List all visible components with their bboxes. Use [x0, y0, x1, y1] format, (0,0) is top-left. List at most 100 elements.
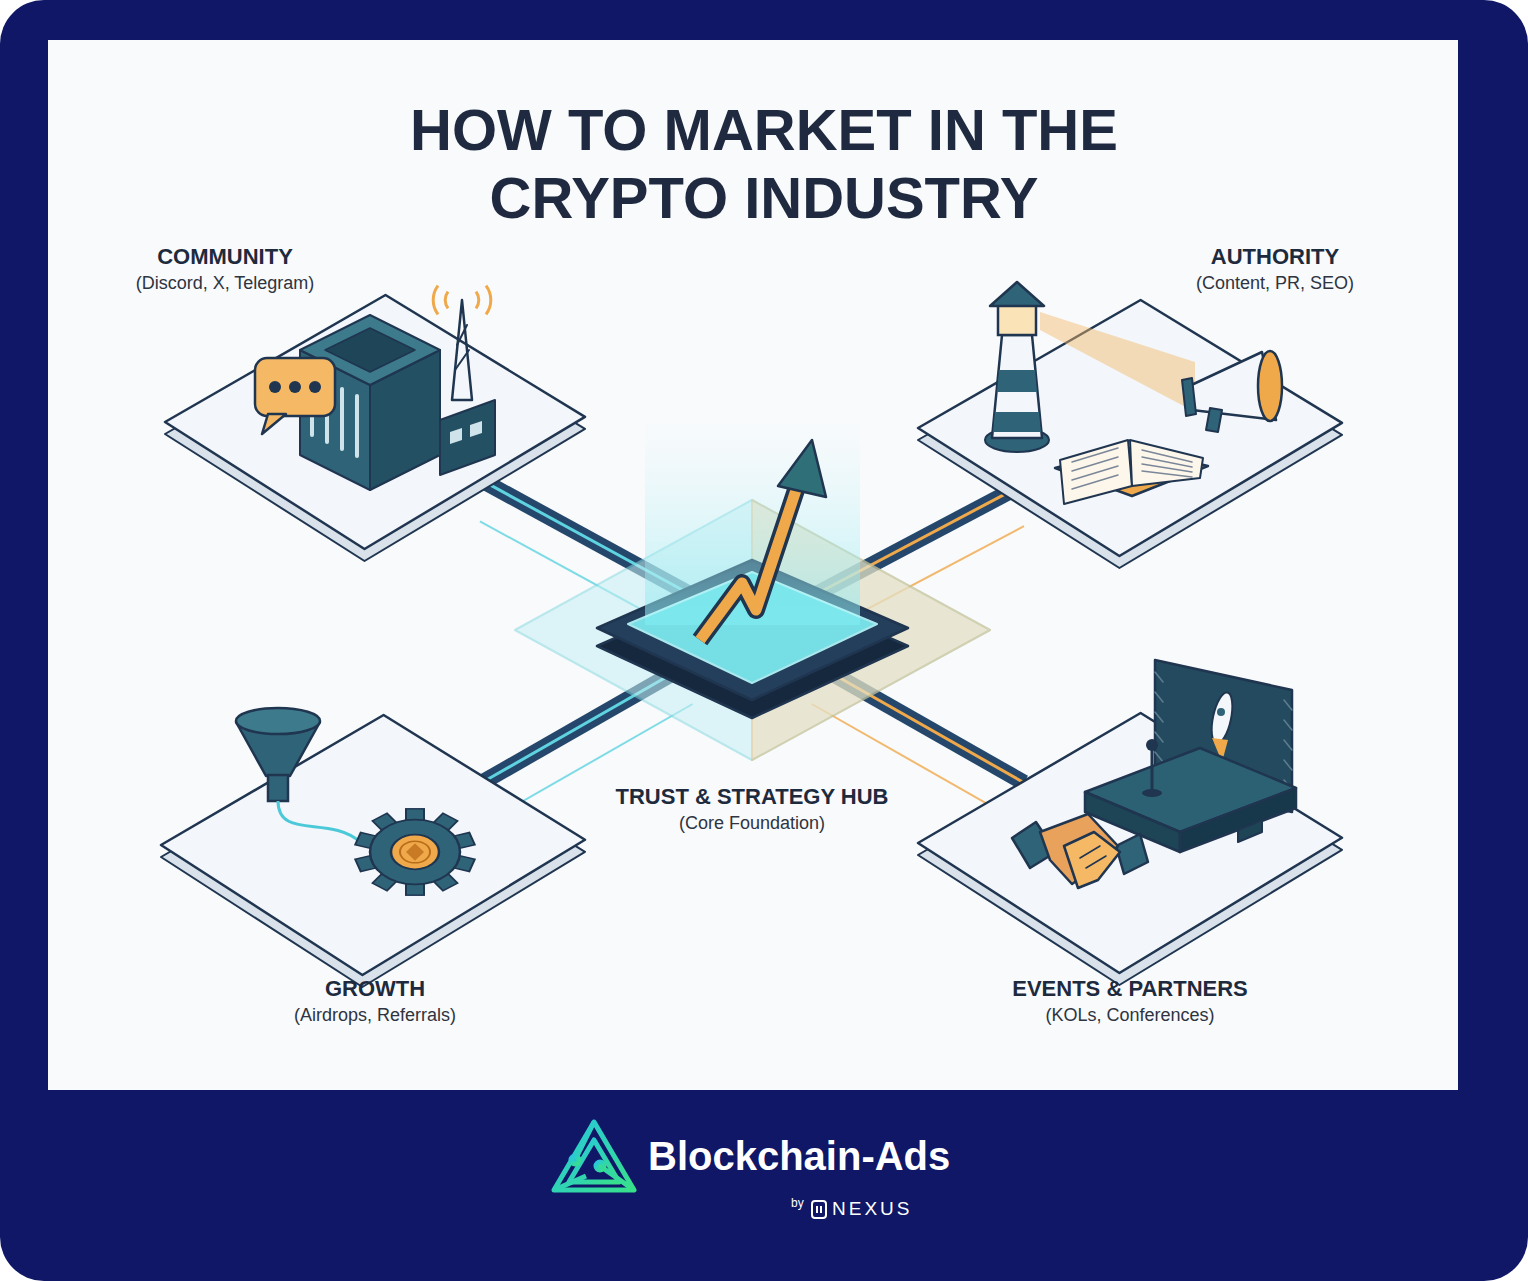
- building-annex: [440, 400, 495, 475]
- signal-wave: [486, 286, 491, 315]
- stage-screen: [1155, 660, 1292, 812]
- speech-dot: [269, 381, 281, 393]
- truss-line: [1155, 712, 1163, 722]
- gear-tooth: [406, 809, 424, 825]
- platform-node: AUTHORITY(Content, PR, SEO): [1024, 364, 1236, 492]
- sleeve-right: [1116, 834, 1148, 874]
- connector-glow: [812, 662, 1024, 783]
- speech-bubble: [255, 358, 335, 416]
- building-face: [300, 350, 370, 490]
- gear-tooth: [430, 870, 457, 890]
- hub-block: [597, 560, 908, 700]
- node-heading: AUTHORITY: [1196, 243, 1354, 271]
- signal-wave: [476, 292, 479, 309]
- logo-dot: [596, 1162, 604, 1170]
- microphone-head: [1146, 739, 1158, 751]
- platform-top: [161, 715, 585, 975]
- logo-triangle: [554, 1122, 634, 1190]
- node-heading: TRUST & STRATEGY HUB: [616, 783, 889, 811]
- connector-glow: [816, 484, 1024, 594]
- platform-top: [165, 295, 585, 549]
- node-subtitle: (Airdrops, Referrals): [294, 1003, 456, 1027]
- node-art: [161, 708, 585, 987]
- rocket-window: [1217, 708, 1225, 716]
- book-line: [1072, 457, 1118, 471]
- building-window: [355, 396, 359, 456]
- gear-tooth: [372, 813, 399, 833]
- node-art: [918, 660, 1342, 985]
- coin-ring: [400, 841, 430, 863]
- coin: [391, 835, 439, 870]
- nexus-wordmark: NEXUS: [832, 1198, 912, 1220]
- node-subtitle: (Core Foundation): [616, 811, 889, 835]
- node-heading: COMMUNITY: [136, 243, 315, 271]
- platform-top: [918, 713, 1342, 973]
- finger-line: [1086, 856, 1106, 868]
- stage-front: [1085, 792, 1180, 852]
- hub-glow: [515, 500, 990, 760]
- node-heading: EVENTS & PARTNERS: [1012, 975, 1248, 1003]
- annex-window: [470, 421, 482, 437]
- finger-line: [1080, 846, 1100, 858]
- connector-band: [479, 662, 693, 784]
- book-line: [1142, 457, 1192, 467]
- truss-line: [1155, 732, 1163, 742]
- building-window: [310, 375, 314, 435]
- rocket-flame: [1212, 738, 1228, 762]
- node-subtitle: (KOLs, Conferences): [1012, 1003, 1248, 1027]
- stage-step: [1238, 820, 1262, 842]
- gear-tooth: [448, 832, 474, 849]
- lighthouse-base: [985, 428, 1049, 452]
- gear-tooth: [430, 813, 457, 833]
- gear-tooth: [372, 870, 399, 890]
- platform-node: COMMUNITY(Discord, X, Telegram): [270, 359, 480, 486]
- logo-circuit: [554, 1122, 634, 1190]
- circuit-wire: [816, 526, 1024, 636]
- stage-side: [1180, 788, 1296, 852]
- coin-symbol: [406, 843, 424, 860]
- platform-node: GROWTH(Airdrops, Referrals): [267, 780, 479, 910]
- book-cover: [1055, 448, 1208, 496]
- speech-dot: [289, 381, 301, 393]
- growth-arrow: [700, 478, 800, 640]
- logo-mark: [554, 1122, 634, 1190]
- hand-left: [1040, 814, 1118, 884]
- lighthouse-roof: [990, 282, 1044, 306]
- gear-tooth: [355, 854, 381, 871]
- antenna-mast: [457, 325, 467, 345]
- book-line: [1072, 448, 1118, 462]
- lighthouse-tower: [992, 335, 1042, 438]
- node-art: [918, 282, 1342, 568]
- building-roof: [300, 315, 440, 385]
- platform-side: [165, 307, 585, 561]
- truss-line: [1155, 692, 1163, 702]
- truss-line: [1284, 740, 1292, 750]
- megaphone-cone: [1185, 352, 1276, 420]
- signal-wave: [433, 286, 438, 315]
- book-line: [1072, 475, 1118, 489]
- stage-top: [1085, 748, 1296, 832]
- nexus-icon: [820, 1206, 822, 1213]
- truss-line: [1284, 700, 1292, 710]
- node-label: COMMUNITY(Discord, X, Telegram): [136, 243, 315, 295]
- book-page: [1060, 440, 1132, 504]
- platform-node: EVENTS & PARTNERS(KOLs, Conferences): [1024, 778, 1236, 908]
- connector-band: [480, 479, 690, 594]
- platform-side: [918, 312, 1342, 568]
- lighthouse-lamp: [998, 305, 1036, 335]
- brand-name: Blockchain-Ads: [648, 1134, 950, 1179]
- book-line: [1142, 450, 1192, 462]
- light-beam: [1040, 312, 1195, 412]
- diagram-title: HOW TO MARKET IN THE CRYPTO INDUSTRY: [334, 96, 1194, 232]
- truss-line: [1284, 780, 1292, 790]
- hand-right: [1064, 832, 1120, 888]
- node-art: [165, 286, 585, 561]
- gear: [355, 809, 475, 895]
- node-subtitle: (Content, PR, SEO): [1196, 271, 1354, 295]
- node-heading: GROWTH: [294, 975, 456, 1003]
- connector-glow: [479, 662, 693, 784]
- truss-line: [1284, 760, 1292, 770]
- funnel-spout: [268, 775, 288, 801]
- growth-arrow: [700, 478, 800, 640]
